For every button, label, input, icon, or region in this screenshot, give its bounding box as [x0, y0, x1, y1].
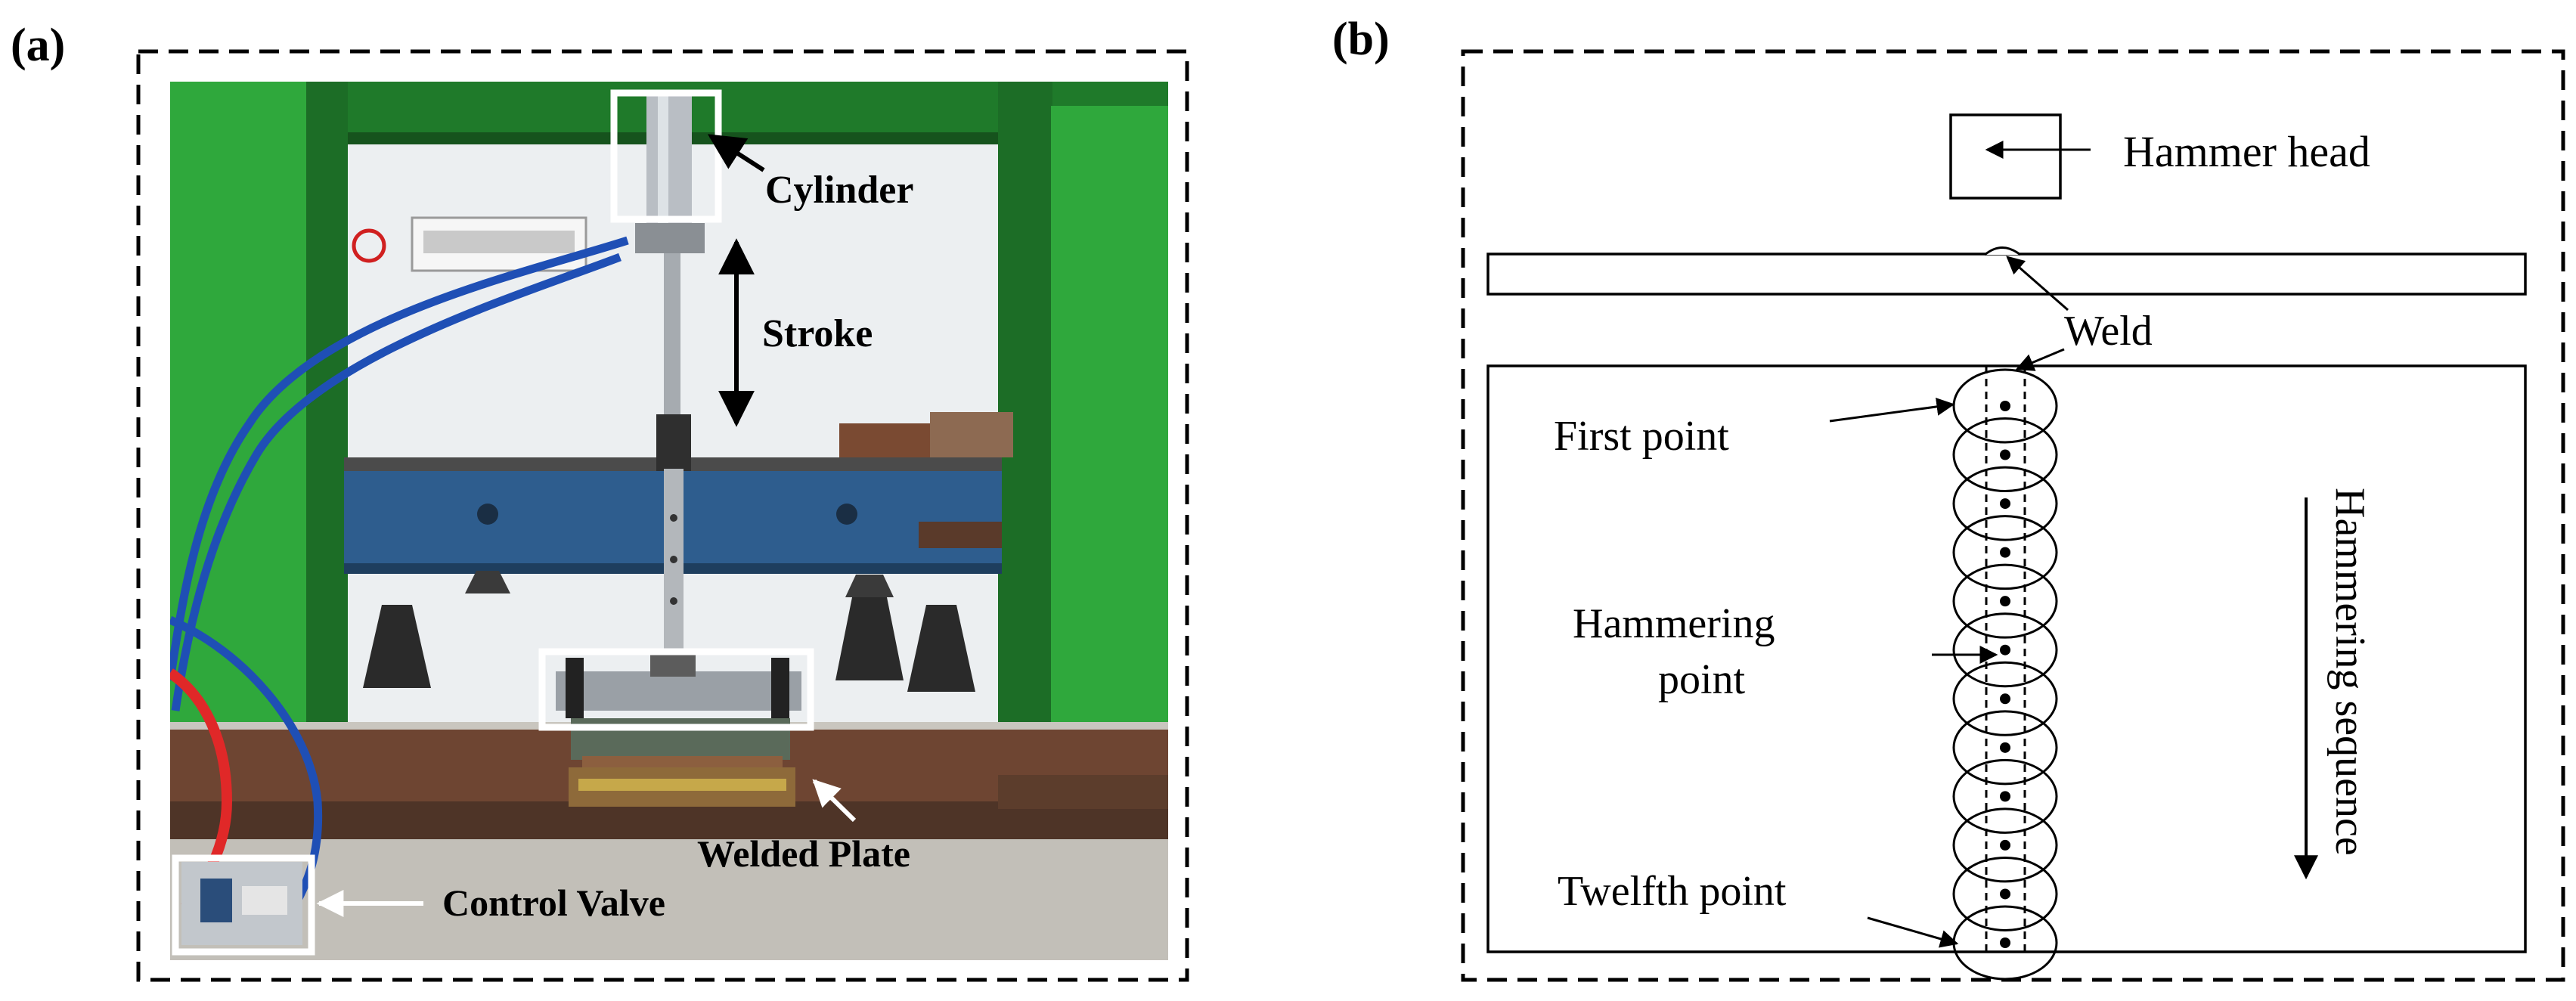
stroke-label: Stroke — [762, 312, 873, 355]
hammering-point-center-dot — [2000, 596, 2010, 607]
hammering-point-label-line1: Hammering — [1573, 600, 1775, 647]
hammering-point-center-dot — [2000, 401, 2010, 411]
hammer-head-label: Hammer head — [2123, 127, 2370, 176]
twelfth-point-arrow — [1867, 916, 1959, 948]
hammering-point-center-dot — [2000, 498, 2010, 510]
control-valve-highlight-box — [172, 854, 315, 956]
hammering-point-circle — [1952, 417, 2058, 493]
hammering-point-circle — [1952, 466, 2058, 541]
twelfth-point-label: Twelfth point — [1558, 868, 1787, 915]
hammering-point-label-line2: point — [1658, 656, 1746, 703]
hammering-point-center-dot — [2000, 791, 2010, 802]
hammering-point-center-dot — [2000, 547, 2010, 558]
control-valve-label: Control Valve — [442, 882, 665, 924]
hammering-point-circle — [1952, 856, 2058, 931]
hammering-sequence-label: Hammering sequence — [2326, 488, 2373, 856]
hammer-head-box — [1949, 113, 2062, 200]
hammering-point-circle — [1952, 710, 2058, 786]
welded-plate-label: Welded Plate — [697, 832, 910, 875]
weld-label: Weld — [2064, 308, 2153, 355]
first-point-label: First point — [1554, 413, 1729, 460]
plate-top-view — [1486, 364, 2527, 953]
hammering-point-circle — [1952, 515, 2058, 590]
hammering-point-center-dot — [2000, 449, 2010, 460]
hammering-point-circle — [1952, 612, 2058, 688]
welded-plate-arrow — [812, 779, 857, 823]
hammering-point-center-dot — [2000, 937, 2010, 948]
hammering-point-center-dot — [2000, 839, 2010, 851]
weld-bump — [1984, 246, 2021, 256]
weld-bump-arrow — [2006, 256, 2069, 311]
panel-a-label: (a) — [11, 20, 65, 71]
first-point-arrow — [1829, 397, 1955, 423]
hammering-point-center-dot — [2000, 888, 2010, 900]
hammering-point-circle — [1952, 758, 2058, 834]
hammering-points — [1952, 368, 2058, 981]
clamp-highlight-box — [538, 648, 814, 731]
cylinder-label: Cylinder — [765, 169, 913, 212]
hammering-point-center-dot — [2000, 742, 2010, 753]
cylinder-arrow — [707, 134, 765, 172]
panel-b-frame — [1461, 49, 2565, 982]
hammering-point-circle — [1952, 563, 2058, 639]
hammering-point-circle — [1952, 807, 2058, 883]
panel-b-label: (b) — [1332, 14, 1390, 65]
hammering-point-center-dot — [2000, 644, 2010, 655]
hammering-point-center-dot — [2000, 693, 2010, 705]
photo-test-rig — [170, 82, 1168, 960]
panel-a-frame — [136, 49, 1189, 982]
hammering-point-circle — [1952, 661, 2058, 736]
plate-side-view — [1486, 253, 2527, 296]
